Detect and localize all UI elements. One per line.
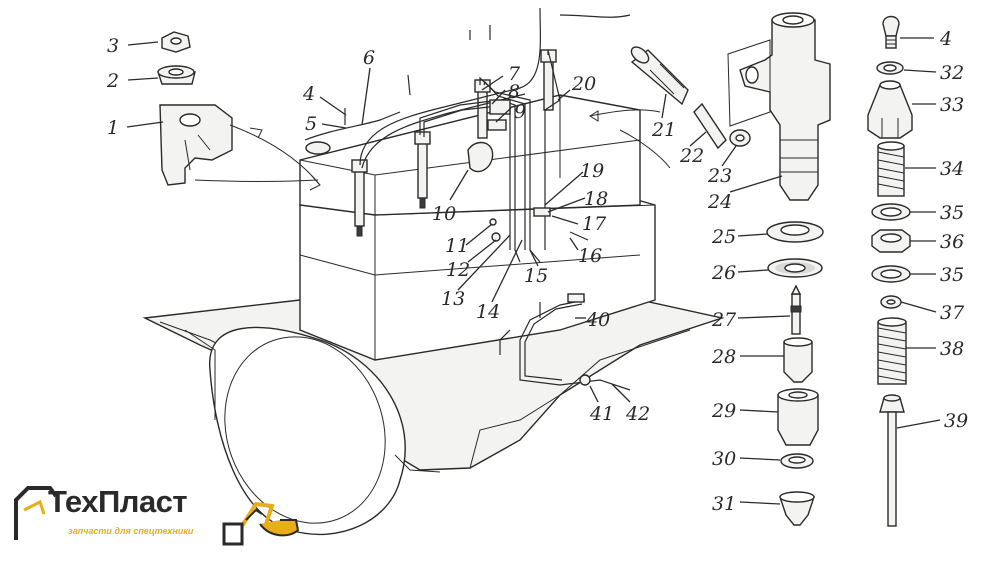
callout-14: 14 <box>476 301 500 323</box>
leader-lines <box>126 37 941 505</box>
callout-30: 30 <box>712 448 736 470</box>
fuel-lines <box>304 7 631 391</box>
injector-clamp-1 <box>159 104 233 186</box>
right-callout-4: 4 <box>939 28 952 50</box>
callout-41: 41 <box>589 403 614 425</box>
callout-39: 39 <box>944 410 968 432</box>
callout-32: 32 <box>940 62 964 84</box>
callout-7: 7 <box>508 63 521 85</box>
banjo-fitting-40 <box>567 293 585 303</box>
filter-22 <box>693 102 727 150</box>
callout-27: 27 <box>711 309 737 331</box>
injector-3 <box>477 87 488 139</box>
callout-23: 23 <box>707 165 732 187</box>
callout-26: 26 <box>711 262 736 284</box>
callout-11: 11 <box>445 235 469 257</box>
callout-24: 24 <box>707 191 732 213</box>
nozzle-28 <box>783 341 813 383</box>
callout-37: 37 <box>940 302 965 324</box>
callout-labels: 3 2 1 4 5 6 7 8 9 10 11 12 13 14 15 16 1… <box>106 28 968 515</box>
return-line-fitting <box>305 141 331 155</box>
callout-22: 22 <box>679 145 704 167</box>
left-parts <box>157 31 321 191</box>
push-rod-39 <box>887 411 897 527</box>
callout-21: 21 <box>651 119 676 141</box>
callout-33: 33 <box>940 94 964 116</box>
brand-name: ТехПласт <box>48 484 188 519</box>
callout-25: 25 <box>711 226 736 248</box>
callout-8: 8 <box>508 81 520 103</box>
callout-40: 40 <box>585 309 610 331</box>
callout-2: 2 <box>106 70 119 92</box>
injector-1 <box>354 167 365 227</box>
callout-42: 42 <box>625 403 650 425</box>
adjusting-parts <box>867 15 913 527</box>
injector-exploded <box>589 12 831 526</box>
flywheel-housing <box>209 326 406 536</box>
callout-5: 5 <box>305 113 317 135</box>
callout-35b: 35 <box>940 264 964 286</box>
callout-36: 36 <box>940 231 964 253</box>
callout-19: 19 <box>580 160 604 182</box>
callout-29: 29 <box>711 400 736 422</box>
injector-body-24 <box>739 19 831 201</box>
callout-1: 1 <box>107 117 119 139</box>
callout-3: 3 <box>107 35 119 57</box>
callout-20: 20 <box>571 73 596 95</box>
brand-logo: ТехПласт запчасти для спецтехники <box>10 480 310 560</box>
callout-34: 34 <box>940 158 964 180</box>
brand-tagline: запчасти для спецтехники <box>68 526 194 536</box>
callout-6: 6 <box>363 47 375 69</box>
clamp-10 <box>467 141 494 173</box>
callout-10: 10 <box>432 203 456 225</box>
callout-15: 15 <box>524 265 548 287</box>
callout-17: 17 <box>582 213 607 235</box>
cap-nut-33 <box>867 84 913 139</box>
callout-9: 9 <box>514 101 526 123</box>
engine-block <box>142 94 725 536</box>
needle-27 <box>791 293 801 335</box>
callout-38: 38 <box>940 338 964 360</box>
callout-13: 13 <box>441 288 465 310</box>
callout-12: 12 <box>446 259 470 281</box>
callout-18: 18 <box>584 188 608 210</box>
callout-4: 4 <box>302 83 315 105</box>
injectors-mounted <box>351 49 557 237</box>
callout-16: 16 <box>578 245 602 267</box>
callout-35a: 35 <box>940 202 964 224</box>
nozzle-nut-29 <box>777 394 819 446</box>
callout-31: 31 <box>712 493 736 515</box>
cap-screw-4 <box>882 15 900 37</box>
injector-2 <box>417 139 428 199</box>
excavator-logo-icon <box>14 486 300 546</box>
callout-28: 28 <box>711 346 736 368</box>
